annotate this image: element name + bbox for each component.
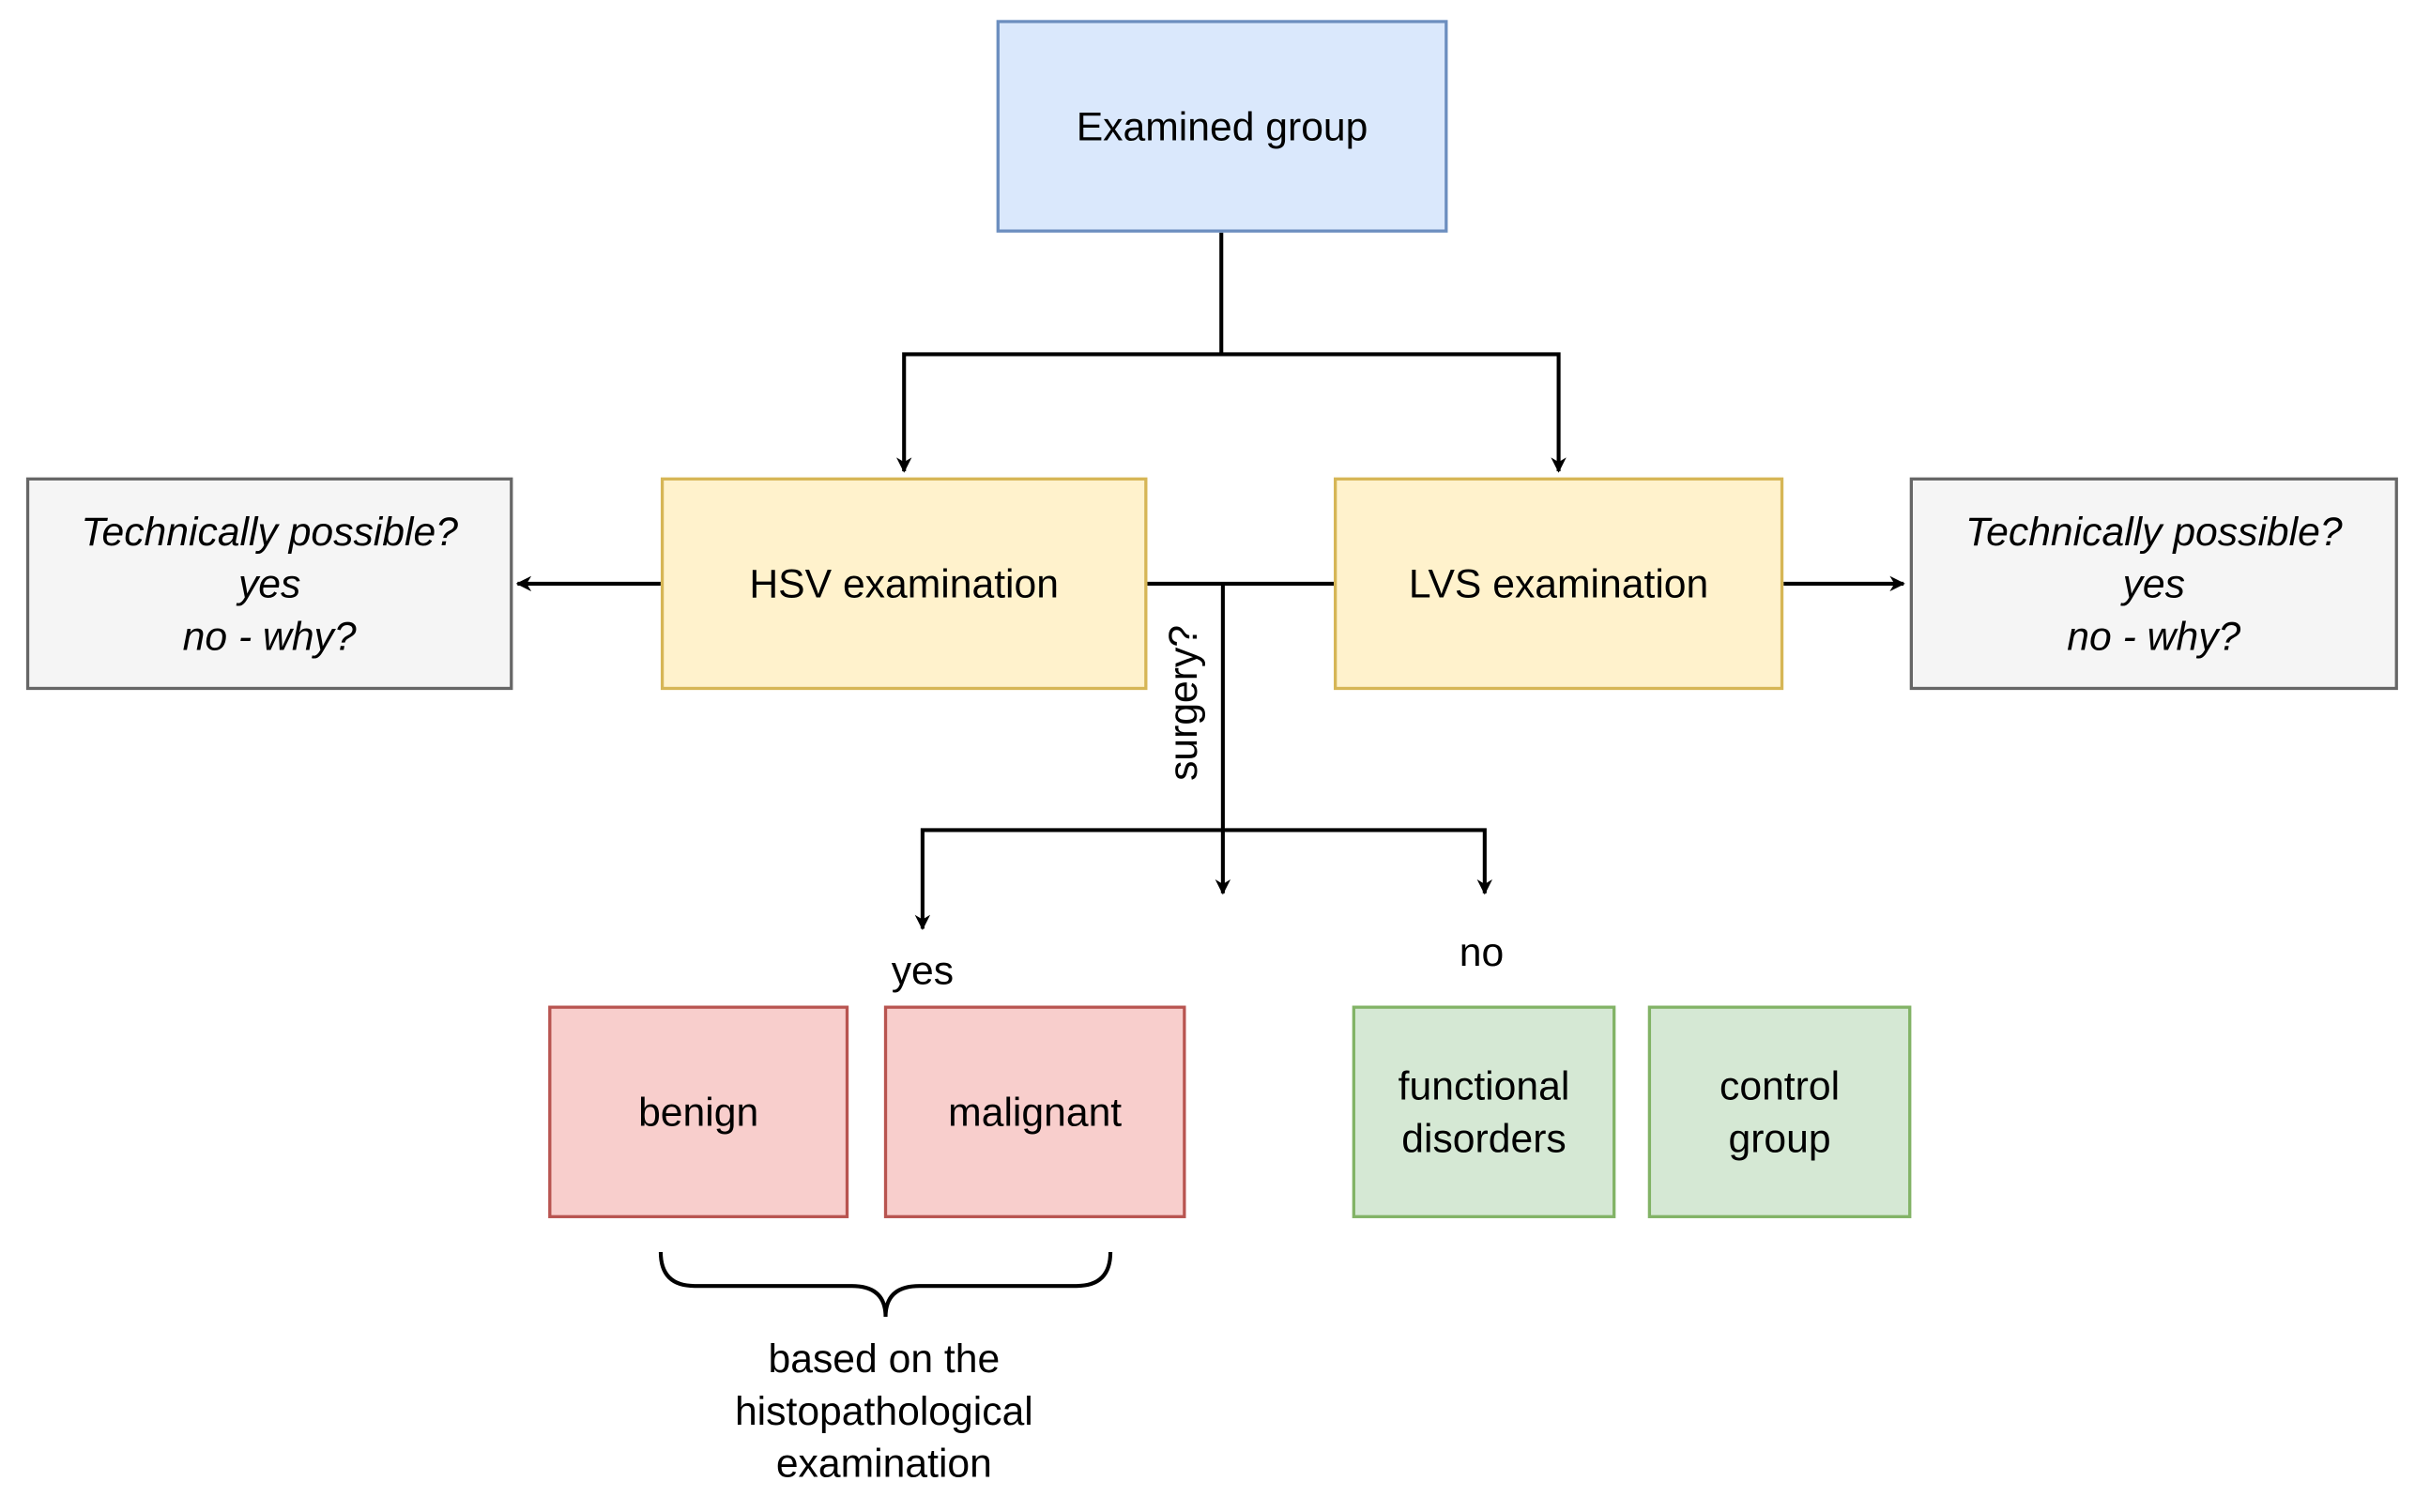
edge-examined-to-hsv [896,232,1224,473]
curly-brace [658,1252,1113,1318]
control-group-node: control group [1647,1005,1912,1218]
hsv-examination-node: HSV examination [660,477,1148,691]
technically-possible-left-node: Technically possible? yes no - why? [25,477,513,691]
functional-disorders-node: functional disorders [1352,1005,1616,1218]
edge-surgery-no [1222,828,1493,895]
yes-branch-label: yes [891,947,955,994]
lvs-examination-node: LVS examination [1334,477,1784,691]
edge-examined-to-lvs [1221,352,1567,473]
benign-node: benign [548,1005,849,1218]
malignant-node: malignant [883,1005,1186,1218]
no-branch-label: no [1459,928,1505,975]
histopathological-note: based on the histopathological examinati… [734,1335,1033,1487]
surgery-question-label: surgery? [1159,624,1206,781]
examined-group-node: Examined group [996,20,1448,233]
technically-possible-right-node: Technically possible? yes no - why? [1909,477,2398,691]
edge-surgery-yes [914,828,1223,931]
